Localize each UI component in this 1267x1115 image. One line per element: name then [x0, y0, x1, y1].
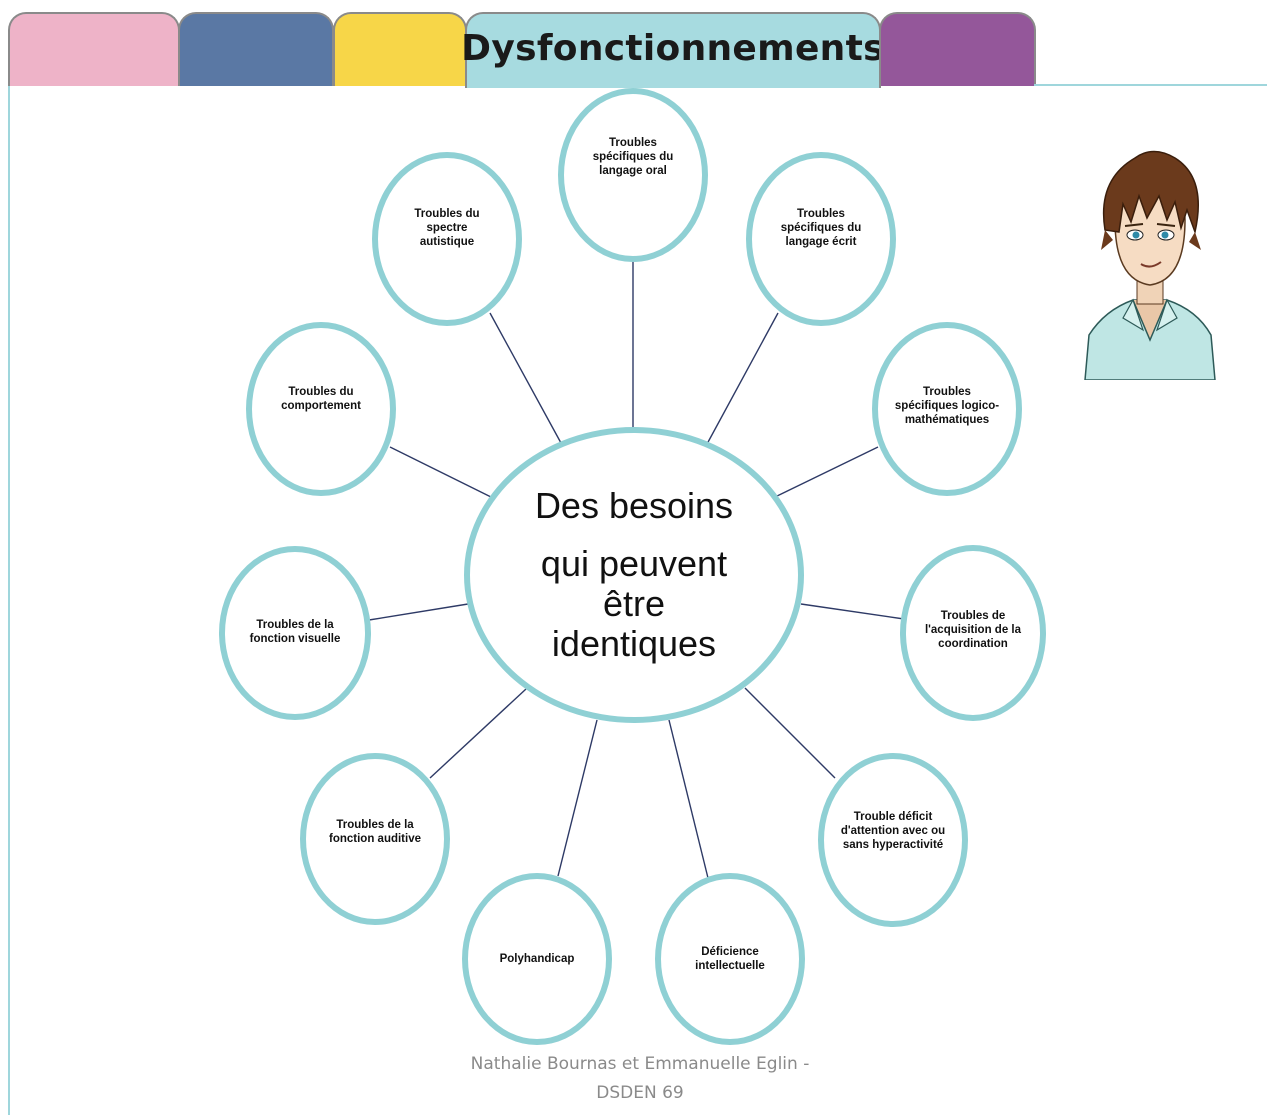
- node-label: Troubles de la fonction visuelle: [249, 619, 341, 645]
- tab-purple[interactable]: [879, 12, 1036, 86]
- footer-credit: Nathalie Bournas et Emmanuelle Eglin - D…: [430, 1050, 850, 1108]
- credit-line-2: DSDEN 69: [596, 1083, 684, 1103]
- connector-ecrit: [706, 312, 779, 445]
- node-label: Troubles de la fonction auditive: [329, 819, 421, 845]
- node-label: Troubles du comportement: [281, 386, 361, 412]
- connector-coordination: [800, 603, 905, 620]
- connector-logico: [774, 446, 879, 498]
- node-langage-ecrit: Troubles spécifiques du langage écrit: [746, 152, 896, 326]
- connector-tdah: [744, 687, 836, 779]
- center-node: Des besoins qui peuvent être identiques: [464, 427, 804, 723]
- tab-yellow[interactable]: [333, 12, 467, 86]
- center-line-3: être: [602, 583, 666, 624]
- node-polyhandicap: Polyhandicap: [462, 873, 612, 1045]
- credit-line-1: Nathalie Bournas et Emmanuelle Eglin -: [470, 1054, 810, 1074]
- connector-auditive: [429, 688, 527, 779]
- node-comportement: Troubles du comportement: [246, 322, 396, 496]
- connector-poly: [557, 719, 598, 877]
- center-line-1: Des besoins: [534, 485, 734, 526]
- node-label: Polyhandicap: [499, 953, 575, 965]
- connector-comportement: [389, 446, 494, 499]
- node-spectre-autistique: Troubles du spectre autistique: [372, 152, 522, 326]
- node-tdah: Trouble déficit d'attention avec ou sans…: [818, 753, 968, 927]
- connector-autistique: [489, 312, 562, 444]
- node-fonction-visuelle: Troubles de la fonction visuelle: [219, 546, 371, 720]
- node-deficience-intellectuelle: Déficience intellectuelle: [655, 873, 805, 1045]
- content-frame: [8, 86, 1267, 1115]
- connector-intellectuelle: [668, 719, 709, 879]
- student-avatar-icon: [1084, 150, 1216, 380]
- node-logico-mathematiques: Troubles spécifiques logico-mathématique…: [872, 322, 1022, 496]
- tab-pink[interactable]: [8, 12, 180, 86]
- node-langage-oral: Troubles spécifiques du langage oral: [558, 88, 708, 262]
- node-fonction-auditive: Troubles de la fonction auditive: [300, 753, 450, 925]
- node-label: Déficience intellectuelle: [695, 946, 765, 972]
- node-label: Troubles spécifiques du langage oral: [592, 137, 674, 177]
- node-label: Troubles spécifiques logico-mathématique…: [894, 386, 1000, 426]
- node-label: Troubles du spectre autistique: [414, 208, 480, 248]
- center-line-2: qui peuvent: [540, 543, 728, 584]
- center-line-4: identiques: [551, 623, 717, 664]
- tab-bar: Dysfonctionnements: [0, 0, 1267, 88]
- tab-baseline: [1034, 84, 1267, 86]
- connector-visuelle: [368, 603, 469, 621]
- node-coordination: Troubles de l'acquisition de la coordina…: [900, 545, 1046, 721]
- tab-blue[interactable]: [178, 12, 334, 86]
- node-label: Troubles spécifiques du langage écrit: [780, 208, 862, 248]
- tab-dysfonctionnements[interactable]: Dysfonctionnements: [461, 12, 885, 88]
- node-label: Troubles de l'acquisition de la coordina…: [924, 610, 1022, 650]
- node-label: Trouble déficit d'attention avec ou sans…: [840, 811, 946, 851]
- tab-title: Dysfonctionnements: [461, 28, 885, 69]
